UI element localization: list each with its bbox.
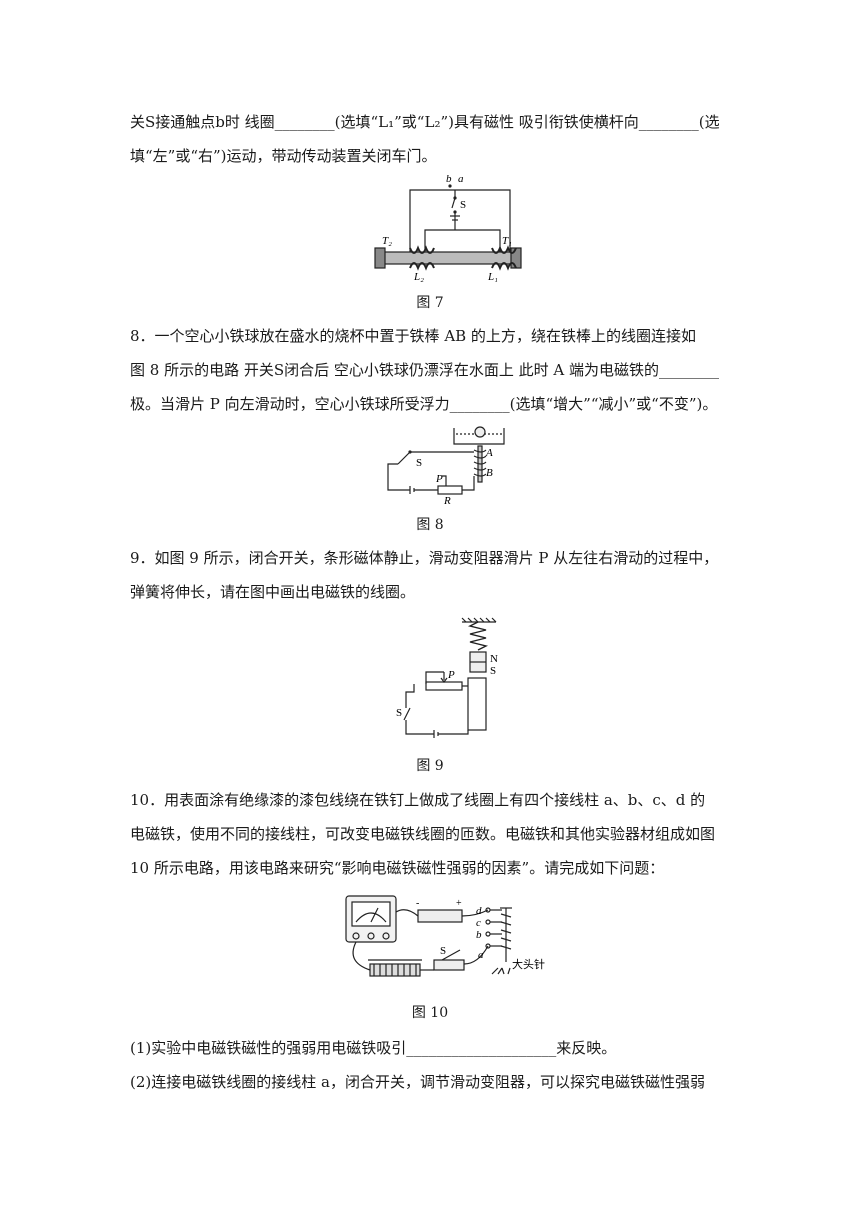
figure-10-diagram: - + d c b a S 大头针 xyxy=(345,895,545,977)
q7-text-line-2: 填“左”或“右”)运动，带动传动装置关闭车门。 xyxy=(130,147,437,165)
fig9-label-s-switch: S xyxy=(396,707,402,719)
q9-text-line-1: 9．如图 9 所示，闭合开关，条形磁体静止，滑动变阻器滑片 P 从左往右滑动的过… xyxy=(130,549,719,567)
figure-7-diagram: b a S T₂ T₁ L₂ L₁ xyxy=(374,173,522,283)
figure-7-caption: 图 7 xyxy=(416,295,444,311)
figure-8-caption: 图 8 xyxy=(416,517,444,533)
fig10-label-minus: - xyxy=(416,898,419,909)
fig10-label-d: d xyxy=(476,905,482,917)
figure-8-diagram: S A B P R xyxy=(387,426,505,507)
q9-text-line-2: 弹簧将伸长，请在图中画出电磁铁的线圈。 xyxy=(130,583,416,601)
fig9-label-s-pole: S xyxy=(490,665,496,677)
fig8-label-s: S xyxy=(416,457,422,469)
fig7-label-t1: T₁ xyxy=(502,235,512,247)
fig10-label-a: a xyxy=(478,949,484,961)
fig10-label-s: S xyxy=(440,945,446,957)
figure-9-caption: 图 9 xyxy=(416,758,444,774)
q8-text-line-3: 极。当滑片 P 向左滑动时，空心小铁球所受浮力________(选填“增大”“减… xyxy=(130,395,718,413)
fig10-label-plus: + xyxy=(456,898,462,909)
q7-text-line-1: 关S接通触点b时 线圈________(选填“L₁”或“L₂”)具有磁性 吸引衔… xyxy=(130,113,720,131)
figure-9-diagram: N S P S xyxy=(396,617,498,738)
q10-text-line-1: 10．用表面涂有绝缘漆的漆包线绕在铁钉上做成了线圈上有四个接线柱 a、b、c、d… xyxy=(130,791,706,809)
fig9-label-p: P xyxy=(447,669,455,681)
q10-sub-question-1: (1)实验中电磁铁磁性的强弱用电磁铁吸引____________________… xyxy=(130,1039,617,1057)
fig7-label-t2: T₂ xyxy=(382,235,392,247)
fig7-label-l2: L₂ xyxy=(413,271,424,283)
q10-sub-question-2: (2)连接电磁铁线圈的接线柱 a，闭合开关，调节滑动变阻器，可以探究电磁铁磁性强… xyxy=(130,1073,705,1091)
q8-text-line-1: 8．一个空心小铁球放在盛水的烧杯中置于铁棒 AB 的上方，绕在铁棒上的线圈连接如 xyxy=(130,327,696,345)
fig10-label-b: b xyxy=(476,929,482,941)
q10-text-line-3: 10 所示电路，用该电路来研究“影响电磁铁磁性强弱的因素”。请完成如下问题： xyxy=(130,859,665,877)
fig8-label-b: B xyxy=(486,467,493,479)
fig8-label-p: P xyxy=(435,473,443,485)
fig10-label-c: c xyxy=(476,917,481,929)
q10-text-line-2: 电磁铁，使用不同的接线柱，可改变电磁铁线圈的匝数。电磁铁和其他实验器材组成如图 xyxy=(130,825,716,843)
fig7-label-a: a xyxy=(458,173,464,185)
fig10-label-pin: 大头针 xyxy=(512,957,545,971)
fig7-label-l1: L₁ xyxy=(487,271,498,283)
q8-text-line-2: 图 8 所示的电路 开关S闭合后 空心小铁球仍漂浮在水面上 此时 A 端为电磁铁… xyxy=(130,361,720,379)
fig8-label-r: R xyxy=(443,495,451,507)
fig7-label-b: b xyxy=(446,173,452,185)
fig9-label-n: N xyxy=(490,653,498,665)
figure-10-caption: 图 10 xyxy=(411,1005,449,1021)
fig8-label-a: A xyxy=(485,447,493,459)
fig7-label-s: S xyxy=(460,199,466,211)
